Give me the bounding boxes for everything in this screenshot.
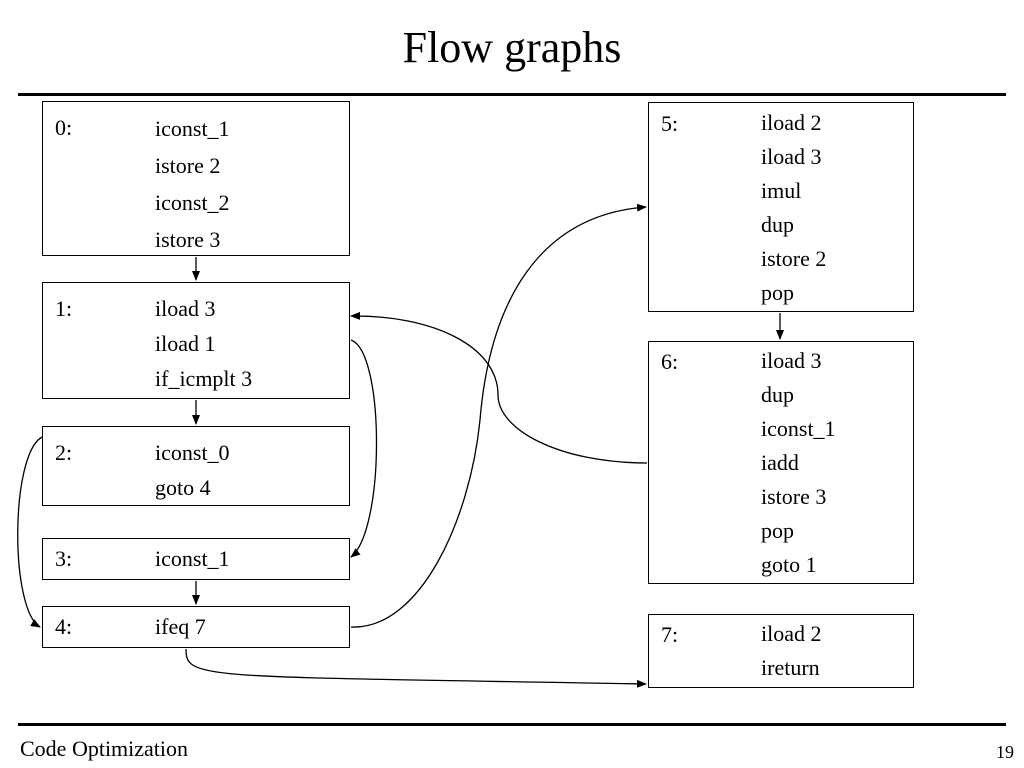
slide-title: Flow graphs xyxy=(402,23,622,72)
edge-1-3 xyxy=(350,339,378,558)
instruction: istore 2 xyxy=(761,246,827,271)
block-label: 3: xyxy=(55,546,73,571)
instruction: iconst_2 xyxy=(155,190,230,215)
instruction: if_icmplt 3 xyxy=(155,366,253,391)
instruction: pop xyxy=(761,518,794,543)
edge-4-5 xyxy=(350,203,647,628)
block-label: 7: xyxy=(661,622,679,647)
basic-block-2: 2: iconst_0 goto 4 xyxy=(42,426,350,506)
instruction: ireturn xyxy=(761,655,820,680)
bottom-divider xyxy=(18,723,1006,726)
instruction: ifeq 7 xyxy=(155,614,206,639)
instruction: iload 2 xyxy=(761,621,822,646)
instruction: iconst_1 xyxy=(155,546,230,571)
basic-block-6: 6: iload 3 dup iconst_1 iadd istore 3 po… xyxy=(648,341,914,584)
basic-block-0: 0: iconst_1 istore 2 iconst_2 istore 3 xyxy=(42,101,350,256)
basic-block-7: 7: iload 2 ireturn xyxy=(648,614,914,688)
instruction: pop xyxy=(761,280,794,305)
block-label: 2: xyxy=(55,440,73,465)
footer-title: Code Optimization xyxy=(20,736,189,761)
instruction: istore 3 xyxy=(155,227,221,252)
instruction: iload 3 xyxy=(761,348,822,373)
edge-6-1 xyxy=(350,311,648,464)
instruction: iconst_0 xyxy=(155,440,230,465)
instruction: imul xyxy=(761,178,802,203)
top-divider xyxy=(18,93,1006,96)
instruction: iload 3 xyxy=(761,144,822,169)
basic-block-5: 5: iload 2 iload 3 imul dup istore 2 pop xyxy=(648,102,914,312)
block-label: 1: xyxy=(55,296,73,321)
basic-block-4: 4: ifeq 7 xyxy=(42,606,350,648)
instruction: goto 1 xyxy=(761,552,817,577)
instruction: iadd xyxy=(761,450,799,475)
instruction: dup xyxy=(761,212,794,237)
block-label: 0: xyxy=(55,115,73,140)
instruction: istore 3 xyxy=(761,484,827,509)
edge-4-7 xyxy=(185,648,647,688)
page-number: 19 xyxy=(996,742,1014,762)
block-label: 4: xyxy=(55,614,73,639)
edge-2-4 xyxy=(17,436,43,628)
instruction: iload 2 xyxy=(761,110,822,135)
instruction: iload 3 xyxy=(155,296,216,321)
instruction: iconst_1 xyxy=(761,416,836,441)
instruction: iload 1 xyxy=(155,331,216,356)
instruction: iconst_1 xyxy=(155,116,230,141)
basic-block-1: 1: iload 3 iload 1 if_icmplt 3 xyxy=(42,282,350,399)
block-label: 6: xyxy=(661,349,679,374)
instruction: istore 2 xyxy=(155,153,221,178)
block-label: 5: xyxy=(661,111,679,136)
instruction: dup xyxy=(761,382,794,407)
instruction: goto 4 xyxy=(155,475,211,500)
basic-block-3: 3: iconst_1 xyxy=(42,538,350,580)
